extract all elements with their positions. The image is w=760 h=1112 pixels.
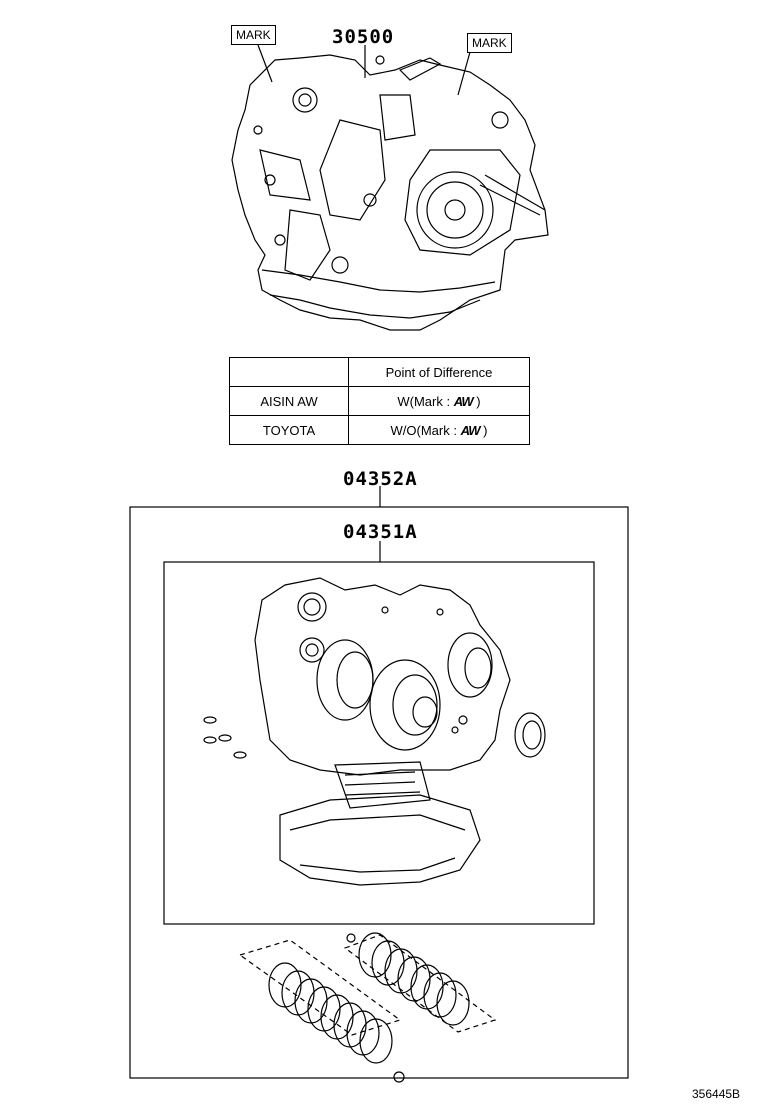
difference-prefix: W/O(Mark : — [390, 422, 461, 438]
gasket-kit-part-number: 04351A — [343, 521, 418, 543]
transaxle-part-number: 30500 — [332, 26, 395, 48]
overhaul-kit-frame — [129, 506, 629, 1079]
table-header: Point of Difference — [348, 357, 530, 387]
maker-cell: AISIN AW — [229, 386, 349, 416]
table-row: TOYOTA W/O(Mark : AW ) — [229, 415, 530, 445]
difference-prefix: W(Mark : — [397, 393, 454, 409]
gasket-kit-frame — [163, 561, 595, 925]
difference-table-header-row: Point of Difference — [229, 357, 530, 387]
difference-cell: W/O(Mark : AW ) — [348, 415, 530, 445]
illustration-code: 356445B — [692, 1087, 741, 1101]
table-row: AISIN AW W(Mark : AW ) — [229, 386, 530, 416]
difference-table: Point of Difference AISIN AW W(Mark : AW… — [229, 357, 530, 445]
difference-suffix: ) — [483, 422, 488, 438]
mark-label-right: MARK — [467, 33, 512, 53]
difference-suffix: ) — [476, 393, 481, 409]
difference-cell: W(Mark : AW ) — [348, 386, 530, 416]
aisin-aw-logo: AW — [453, 393, 474, 409]
table-corner-cell — [229, 357, 349, 387]
transaxle-assembly-drawing — [231, 54, 549, 331]
overhaul-kit-part-number: 04352A — [343, 468, 418, 490]
gasket-kit-drawing — [203, 577, 546, 886]
mark-label-left: MARK — [231, 25, 276, 45]
clutch-plates-drawing — [238, 932, 497, 1083]
maker-cell: TOYOTA — [229, 415, 349, 445]
aisin-aw-logo: AW — [460, 422, 481, 438]
